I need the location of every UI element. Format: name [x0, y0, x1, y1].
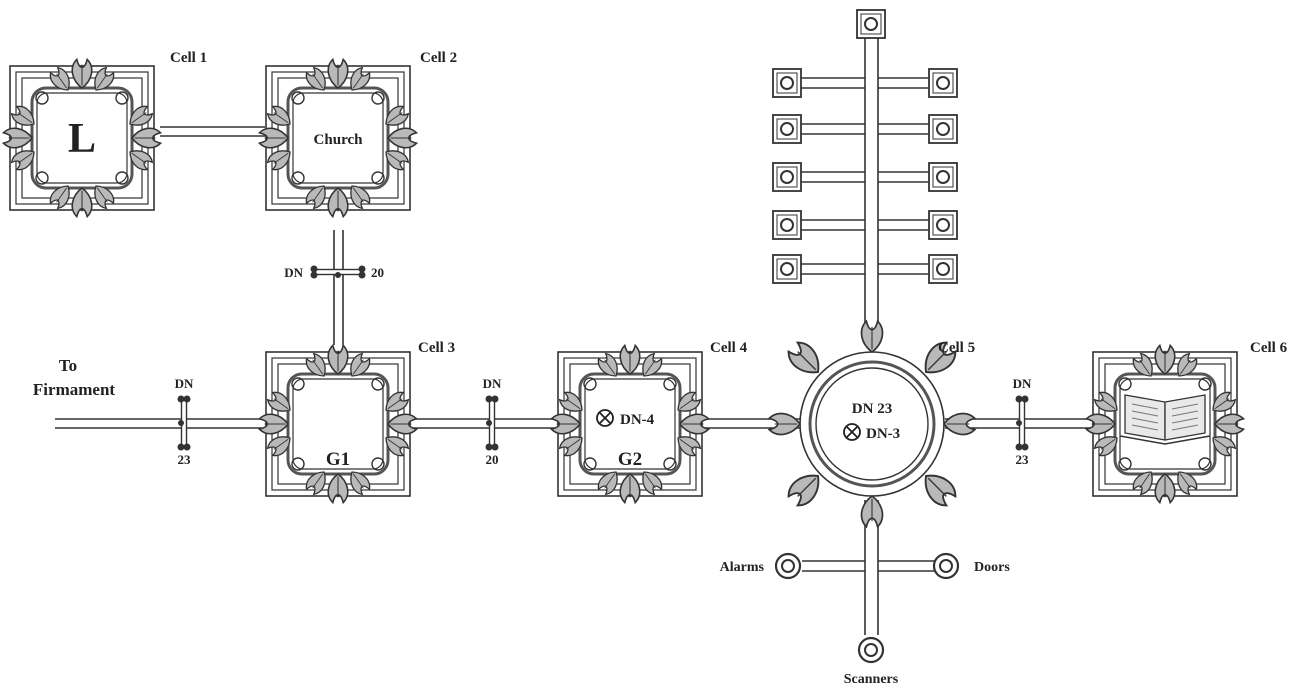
cell-1-inner-label: L: [68, 116, 96, 162]
cell-5-label: Cell 5: [938, 340, 975, 356]
square-terminal-icon: [773, 69, 801, 97]
valve-c3-c4-top: DN: [483, 376, 502, 391]
doors-label: Doors: [974, 560, 1010, 575]
valve-c5-c6-top: DN: [1013, 376, 1032, 391]
valve-c3-c4: DN 20: [483, 376, 502, 467]
cell-2-label: Cell 2: [420, 50, 457, 66]
cell-4-label: Cell 4: [710, 340, 748, 356]
to-firmament-line1: To: [59, 356, 77, 375]
square-terminal-icon: [929, 163, 957, 191]
cell-4-inner-label: G2: [618, 449, 642, 470]
cell-2-inner-label: Church: [314, 132, 364, 148]
valve-firmament-bottom: 23: [178, 452, 192, 467]
ring-sensor-icon: [776, 554, 800, 578]
square-terminal-icon: [773, 115, 801, 143]
cell-3: G1: [259, 345, 416, 502]
sensor-scanners: Scanners: [844, 638, 899, 687]
sensor-alarms: Alarms: [720, 554, 800, 578]
cell-1: L: [3, 59, 160, 216]
crossed-circle-icon: [597, 410, 613, 426]
cell-4: DN-4 G2: [551, 345, 708, 502]
cell-5-line1: DN 23: [852, 401, 892, 417]
square-terminal-icon: [929, 255, 957, 283]
sensor-doors: Doors: [934, 554, 1010, 578]
square-terminal-icon: [773, 211, 801, 239]
cell-1-label: Cell 1: [170, 50, 207, 66]
valve-firmament-c3: DN 23: [175, 376, 194, 467]
cell-3-inner-label: G1: [326, 449, 350, 470]
valve-c2-c3-right: 20: [371, 265, 384, 280]
square-terminal-icon: [929, 211, 957, 239]
valve-c5-c6: DN 23: [1013, 376, 1032, 467]
to-firmament-line2: Firmament: [33, 380, 115, 399]
cell-4-node-label: DN-4: [620, 412, 655, 428]
cell-6: [1086, 345, 1243, 502]
ring-sensor-icon: [934, 554, 958, 578]
cell-2: Church: [259, 59, 416, 216]
square-terminal-icon: [857, 10, 885, 38]
crossed-circle-icon: [844, 424, 860, 440]
valve-c5-c6-bottom: 23: [1016, 452, 1030, 467]
valve-c2-c3-left: DN: [284, 265, 303, 280]
square-terminal-icon: [929, 69, 957, 97]
valve-firmament-top: DN: [175, 376, 194, 391]
ring-sensor-icon: [859, 638, 883, 662]
cell-3-label: Cell 3: [418, 340, 455, 356]
cell-6-label: Cell 6: [1250, 340, 1288, 356]
valve-c3-c4-bottom: 20: [486, 452, 499, 467]
square-terminal-icon: [929, 115, 957, 143]
alarms-label: Alarms: [720, 560, 765, 575]
square-terminal-icon: [773, 255, 801, 283]
square-terminal-icon: [773, 163, 801, 191]
scanners-label: Scanners: [844, 672, 899, 687]
cell-5-node-label: DN-3: [866, 426, 900, 442]
